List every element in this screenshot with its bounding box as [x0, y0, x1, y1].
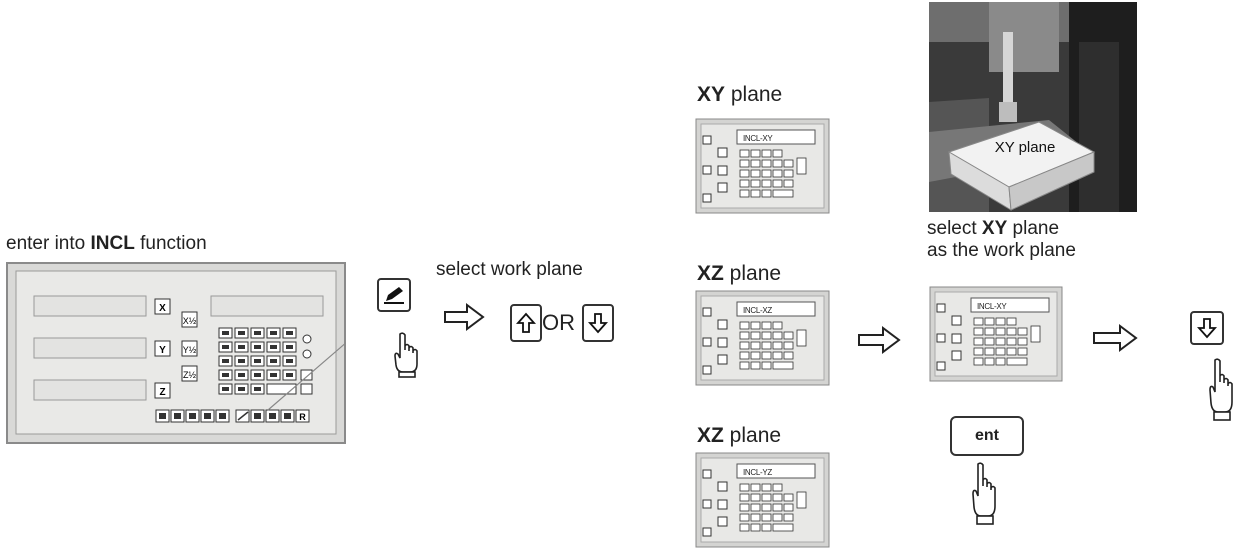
incl-key[interactable]	[377, 278, 411, 312]
arrow-up-key-icon	[516, 312, 536, 333]
machine-photo: XY plane	[929, 2, 1137, 212]
arrow-down-key-icon	[1197, 318, 1217, 339]
svg-text:Z: Z	[159, 387, 165, 398]
down-arrow-key[interactable]	[582, 304, 614, 342]
svg-text:X½: X½	[183, 316, 197, 326]
dro-z-key: Z	[154, 382, 171, 399]
dro-message-display	[210, 295, 324, 317]
svg-text:INCL-XY: INCL-XY	[743, 134, 773, 143]
svg-text:INCL-YZ: INCL-YZ	[743, 468, 772, 477]
final-down-arrow-key[interactable]	[1190, 311, 1224, 345]
dro-y-key: Y	[154, 340, 171, 357]
step1-caption: enter into INCL function	[6, 233, 207, 254]
hand-pointer-icon	[972, 462, 996, 525]
plane-title-xy: XY plane	[697, 83, 783, 106]
plane-thumb-yz: INCL-YZ	[695, 452, 830, 548]
plane-thumb-xz: INCL-XZ	[695, 290, 830, 386]
dro-x-key: X	[154, 298, 171, 315]
svg-text:Y½: Y½	[183, 345, 197, 355]
svg-text:X: X	[159, 303, 166, 314]
dro-x-display	[33, 295, 147, 317]
dro-z-half-key: Z½	[181, 365, 198, 382]
svg-text:Y: Y	[159, 345, 166, 356]
dro-keypad-glyphs	[222, 331, 293, 391]
plane-title-yz: XZ plane	[697, 424, 782, 447]
svg-text:INCL-XY: INCL-XY	[977, 302, 1007, 311]
dro-panel: X Y Z X½ Y½ Z½ R	[6, 262, 346, 444]
or-label: OR	[542, 310, 575, 335]
hand-pointer-icon	[1209, 358, 1233, 421]
selected-plane-thumb: INCL-XY	[929, 286, 1063, 382]
flow-arrow-1	[444, 303, 485, 331]
dro-x-half-key: X½	[181, 311, 198, 328]
arrow-down-key-icon	[588, 313, 608, 334]
hand-pointer-icon	[394, 332, 418, 378]
flow-arrow-3	[1093, 324, 1138, 352]
pencil-icon	[384, 287, 404, 304]
flow-arrow-2	[858, 326, 901, 354]
svg-text:XY plane: XY plane	[995, 139, 1056, 156]
ent-key[interactable]: ent	[950, 416, 1024, 456]
svg-text:R: R	[299, 412, 306, 422]
ent-key-label: ent	[975, 427, 999, 444]
svg-text:INCL-XZ: INCL-XZ	[743, 306, 772, 315]
step2-caption: select work plane	[436, 259, 583, 280]
svg-text:Z½: Z½	[183, 370, 196, 380]
dro-y-display	[33, 337, 147, 359]
dro-y-half-key: Y½	[181, 340, 198, 357]
plane-title-xz: XZ plane	[697, 262, 782, 285]
up-arrow-key[interactable]	[510, 304, 542, 342]
plane-thumb-xy: INCL-XY	[695, 118, 830, 214]
dro-z-display	[33, 379, 147, 401]
